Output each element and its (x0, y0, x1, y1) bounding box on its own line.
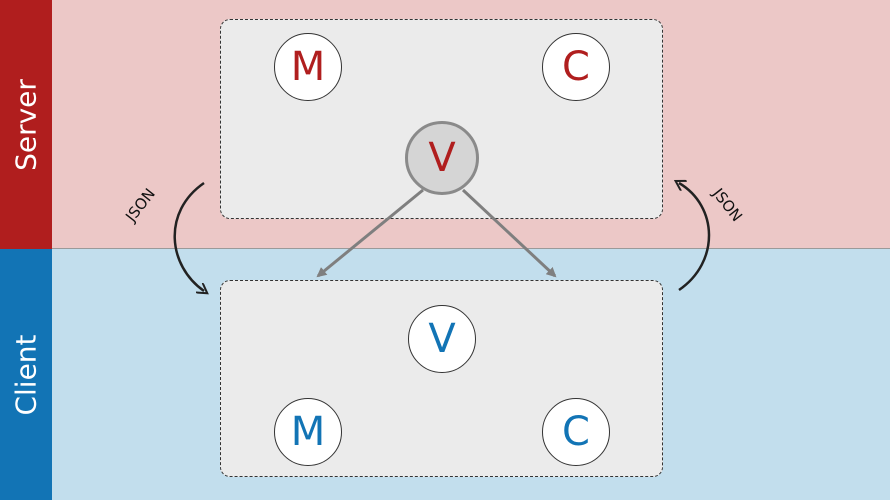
client-model-node: M (274, 398, 342, 466)
client-controller-node: C (542, 398, 610, 466)
client-view-node: V (408, 305, 476, 373)
server-model-node: M (274, 33, 342, 101)
server-label-strip: Server (0, 0, 52, 249)
server-view-node: V (405, 121, 479, 195)
client-label-strip: Client (0, 249, 52, 500)
client-label: Client (9, 333, 43, 416)
server-controller-node: C (542, 33, 610, 101)
server-label: Server (9, 78, 43, 171)
tier-divider (0, 248, 890, 249)
